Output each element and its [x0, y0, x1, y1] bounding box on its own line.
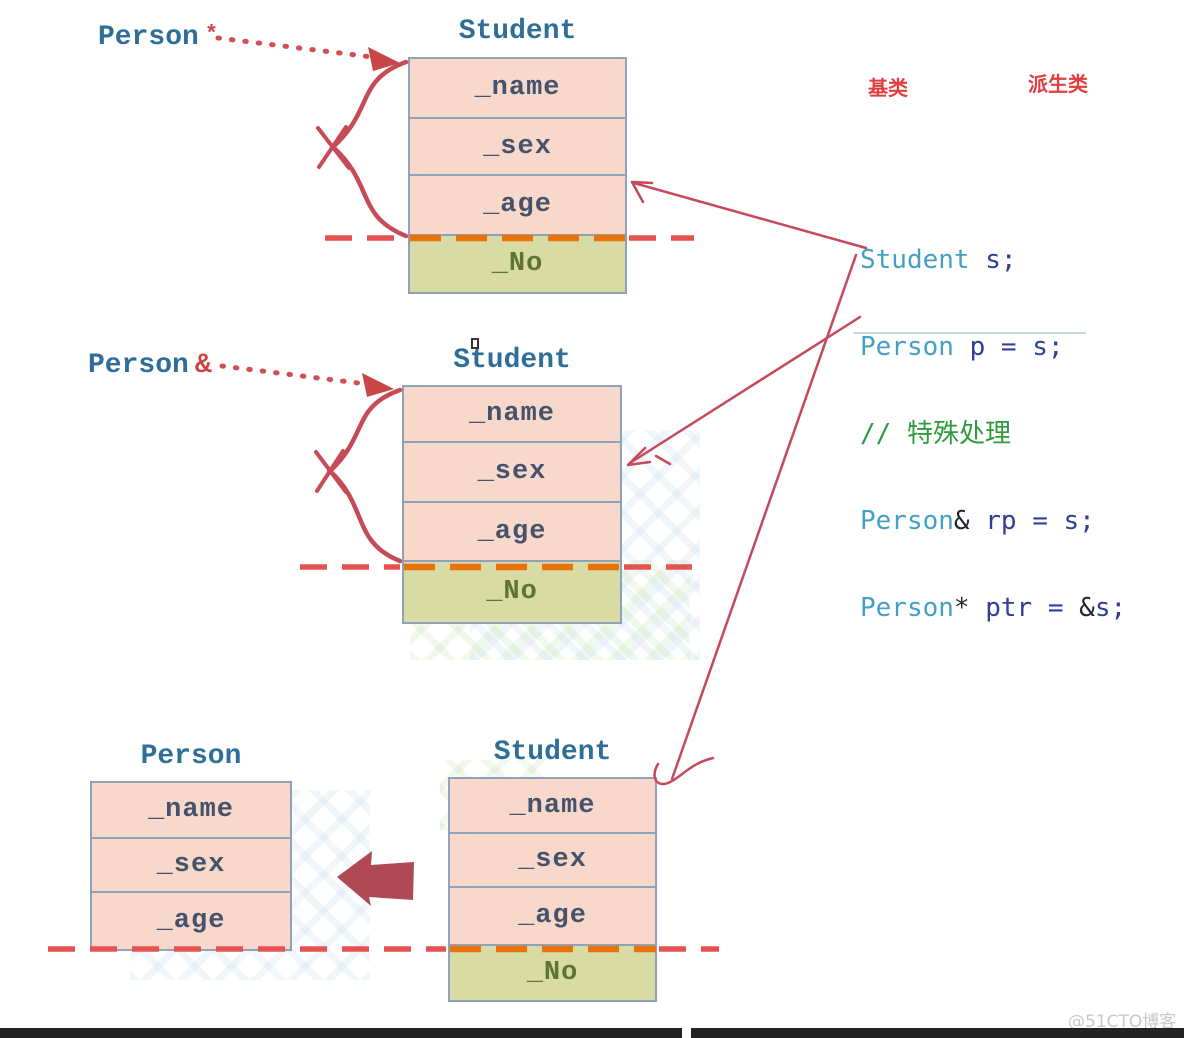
pointer-label-person-ref: Person& — [88, 350, 212, 381]
pointer-star-symbol: * — [204, 22, 219, 47]
code-block: Student s; Person p = s; // 特殊处理 Person&… — [860, 188, 1126, 681]
code-keyword: Person — [860, 506, 954, 536]
code-text: s; — [1094, 593, 1127, 623]
dotted-arrow-head-row1 — [368, 47, 400, 71]
code-operator: * — [953, 593, 970, 623]
code-line-4: Person& rp = s; — [860, 507, 1126, 536]
student-box-2: _name _sex _age _No — [402, 385, 622, 624]
field-cell-sex: _sex — [408, 116, 627, 177]
annotation-line-to-box1 — [632, 181, 868, 250]
field-cell-age: _age — [90, 891, 292, 951]
block-arrow-left — [337, 851, 414, 906]
annotation-line-to-box3 — [670, 253, 858, 781]
brace-x-mark-row2 — [314, 449, 348, 494]
code-keyword: Student — [860, 245, 970, 275]
pointer-label-text: Person — [98, 22, 199, 53]
student-box-1: _name _sex _age _No — [408, 57, 627, 294]
pointer-label-text: Person — [88, 350, 189, 381]
field-cell-sex: _sex — [402, 440, 622, 504]
field-cell-name: _name — [90, 781, 292, 839]
field-cell-sex: _sex — [448, 831, 657, 889]
arrow-head-box2 — [626, 446, 672, 467]
site-watermark: @51CTO博客 — [1068, 1012, 1177, 1032]
code-text: rp = s; — [969, 506, 1095, 536]
field-cell-name: _name — [402, 385, 622, 443]
legend-base-class: 基类 — [868, 76, 908, 100]
code-keyword: Person — [860, 593, 954, 623]
code-line-3: // 特殊处理 — [860, 420, 1126, 449]
field-cell-age: _age — [402, 501, 622, 562]
code-comment: // 特殊处理 — [860, 419, 1011, 449]
box-title-person-3: Person — [140, 741, 242, 772]
field-cell-no: _No — [402, 559, 622, 624]
dotted-arrow-head-row2 — [362, 373, 394, 397]
field-cell-age: _age — [408, 174, 627, 236]
code-line-5: Person* ptr = &s; — [860, 594, 1126, 623]
code-text: s; — [969, 245, 1017, 275]
field-cell-no: _No — [448, 943, 657, 1002]
field-cell-name: _name — [408, 57, 627, 119]
code-operator: & — [953, 506, 970, 536]
video-progress-bar — [0, 1028, 1184, 1038]
code-text: ptr = — [969, 593, 1080, 623]
brace-x-mark-row1 — [316, 125, 351, 170]
pointer-amp-symbol: & — [194, 350, 212, 381]
code-text: p = s; — [953, 332, 1064, 362]
annotation-line-to-box2 — [628, 315, 862, 465]
arrow-hook-box3 — [653, 756, 715, 786]
code-line-2: Person p = s; — [860, 333, 1126, 362]
brace-row1 — [329, 59, 409, 239]
box-title-student-1: Student — [458, 16, 577, 47]
arrow-head-box1 — [630, 180, 654, 204]
video-progress-handle[interactable] — [682, 1027, 691, 1038]
person-box-3: _name _sex _age — [90, 781, 292, 951]
box-title-student-2: Student — [453, 345, 571, 376]
dotted-arrow-row1 — [215, 35, 375, 60]
code-line-1: Student s; — [860, 246, 1126, 275]
field-cell-no: _No — [408, 233, 627, 294]
student-box-3: _name _sex _age _No — [448, 777, 657, 1002]
field-cell-name: _name — [448, 777, 657, 834]
brace-row2 — [326, 387, 403, 564]
pointer-label-person-star: Person* — [98, 22, 218, 53]
field-cell-age: _age — [448, 886, 657, 946]
legend-derived-class: 派生类 — [1028, 72, 1088, 96]
box-title-student-3: Student — [493, 737, 612, 768]
field-cell-sex: _sex — [90, 836, 292, 894]
text-cursor-artifact — [471, 338, 479, 349]
dotted-arrow-row2 — [219, 363, 369, 387]
code-operator: & — [1079, 593, 1095, 623]
code-keyword: Person — [860, 332, 954, 362]
code-underline — [853, 332, 1086, 334]
